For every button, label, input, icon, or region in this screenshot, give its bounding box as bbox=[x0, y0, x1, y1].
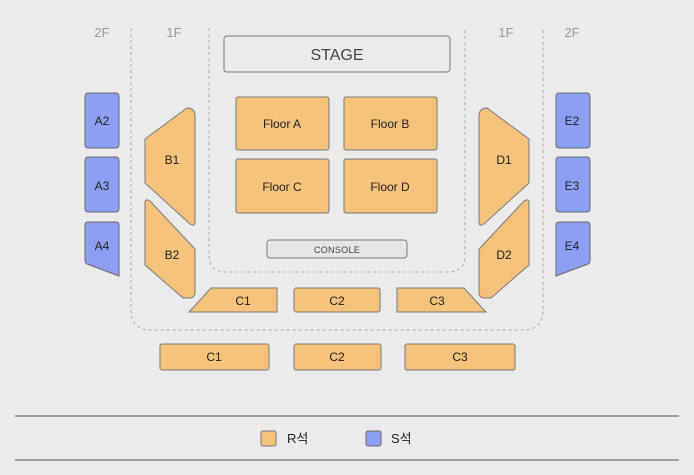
stage bbox=[223, 35, 451, 73]
legend-label-s: S석 bbox=[391, 431, 412, 446]
section-1f-c2[interactable]: C2 bbox=[293, 287, 381, 313]
section-floor-c[interactable]: Floor C bbox=[235, 158, 330, 214]
section-a3[interactable]: A3 bbox=[84, 156, 120, 213]
section-2f-c3[interactable]: C3 bbox=[404, 343, 516, 371]
section-2f-c1[interactable]: C1 bbox=[159, 343, 270, 371]
level-label-left-1f: 1F bbox=[166, 25, 181, 40]
section-2f-c2[interactable]: C2 bbox=[293, 343, 382, 371]
section-floor-b[interactable]: Floor B bbox=[343, 96, 438, 151]
section-a2[interactable]: A2 bbox=[84, 92, 120, 149]
section-e2[interactable]: E2 bbox=[555, 92, 591, 149]
section-floor-a[interactable]: Floor A bbox=[235, 96, 330, 151]
level-label-right-2f: 2F bbox=[564, 25, 579, 40]
section-1f-c3[interactable]: C3 bbox=[396, 287, 488, 313]
section-e4[interactable]: E4 bbox=[555, 221, 591, 277]
level-label-right-1f: 1F bbox=[498, 25, 513, 40]
first-floor-boundary bbox=[130, 28, 544, 331]
section-1f-c1[interactable]: C1 bbox=[187, 287, 278, 313]
legend-swatch-r bbox=[260, 430, 277, 447]
legend-item-s: S석 bbox=[365, 430, 412, 447]
console-box bbox=[266, 239, 408, 259]
legend-item-r: R석 bbox=[260, 430, 308, 447]
legend-swatch-s bbox=[365, 430, 382, 447]
section-a4[interactable]: A4 bbox=[84, 221, 120, 277]
section-floor-d[interactable]: Floor D bbox=[343, 158, 438, 214]
level-label-left-2f: 2F bbox=[94, 25, 109, 40]
legend-label-r: R석 bbox=[287, 431, 308, 446]
section-e3[interactable]: E3 bbox=[555, 156, 591, 213]
